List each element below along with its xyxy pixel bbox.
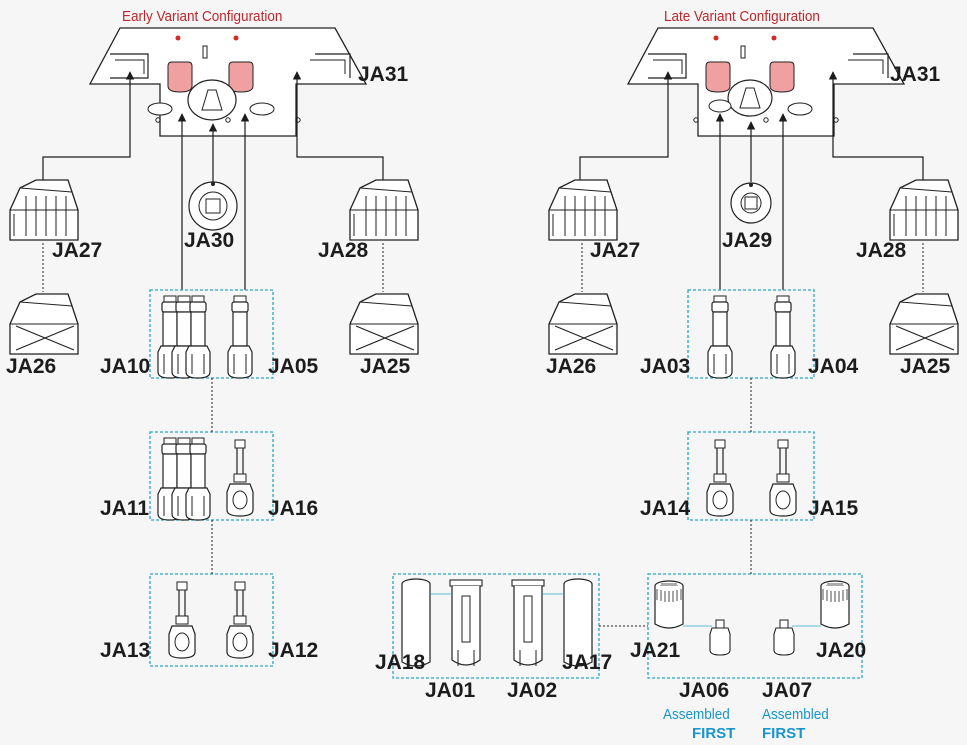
ja30-part <box>188 181 238 231</box>
label-ja18: JA18 <box>375 651 426 674</box>
late-variant-title: Late Variant Configuration <box>664 8 820 25</box>
label-early-ja26: JA26 <box>6 355 57 378</box>
label-ja11: JA11 <box>100 497 150 520</box>
label-ja29: JA29 <box>722 229 773 252</box>
label-ja05: JA05 <box>268 355 319 378</box>
label-late-ja27: JA27 <box>590 239 641 262</box>
label-early-ja31: JA31 <box>358 63 409 86</box>
label-ja20: JA20 <box>816 639 867 662</box>
early-variant-title: Early Variant Configuration <box>122 8 283 25</box>
early-ja31-panel <box>89 27 367 137</box>
label-late-ja28: JA28 <box>856 239 907 262</box>
label-early-ja27: JA27 <box>52 239 103 262</box>
label-ja01: JA01 <box>425 679 476 702</box>
label-ja06: JA06 <box>679 679 730 702</box>
label-ja13: JA13 <box>100 639 151 662</box>
label-late-ja31: JA31 <box>890 63 941 86</box>
label-ja30: JA30 <box>184 229 235 252</box>
label-ja04: JA04 <box>808 355 859 378</box>
late-ja31-panel <box>627 27 905 137</box>
label-ja17: JA17 <box>562 651 613 674</box>
label-early-ja28: JA28 <box>318 239 369 262</box>
label-ja12: JA12 <box>268 639 319 662</box>
ja29-part <box>730 182 772 224</box>
ja06-first-note: FIRST <box>692 725 736 742</box>
label-ja07: JA07 <box>762 679 813 702</box>
label-late-ja25: JA25 <box>900 355 951 378</box>
label-ja02: JA02 <box>507 679 558 702</box>
label-ja03: JA03 <box>640 355 691 378</box>
label-ja15: JA15 <box>808 497 859 520</box>
ja07-assembled-note: Assembled <box>762 706 829 723</box>
label-ja14: JA14 <box>640 497 691 520</box>
label-early-ja25: JA25 <box>360 355 411 378</box>
ja07-first-note: FIRST <box>762 725 806 742</box>
ja06-assembled-note: Assembled <box>663 706 730 723</box>
label-ja21: JA21 <box>630 639 681 662</box>
label-late-ja26: JA26 <box>546 355 597 378</box>
label-ja16: JA16 <box>268 497 319 520</box>
label-ja10: JA10 <box>100 355 151 378</box>
